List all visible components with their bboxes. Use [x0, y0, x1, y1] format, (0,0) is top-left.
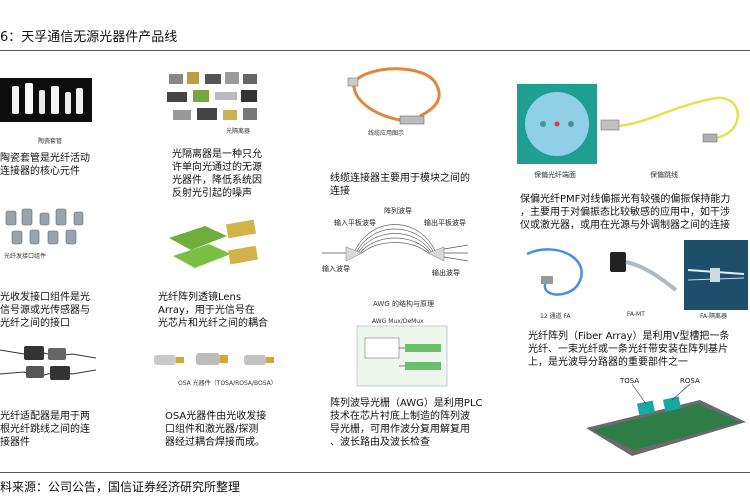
ceramic-ferrule-image [0, 78, 92, 122]
optical-isolator-image [165, 70, 261, 128]
lens-array-image [165, 208, 261, 274]
pm-end-label: 保偏光纤端面 [534, 171, 576, 179]
rosa-label: ROSA [680, 377, 700, 385]
fa-isolator-label: FA-隔离器 [700, 313, 728, 320]
bottom-divider [0, 472, 750, 473]
osa-device-label: OSA 光器件（TOSA/ROSA/BOSA） [178, 380, 277, 387]
cable-label: 线缆应用图示 [368, 130, 405, 137]
top-divider [0, 50, 750, 51]
page-title: 6：天孚通信无源光器件产品线 [0, 30, 178, 45]
osa-device-image [150, 345, 280, 379]
transceiver-interface-caption: 光收发接口组件是光信号源或光传感器与光纤之间的接口 [0, 292, 90, 329]
osa-board-image [580, 376, 750, 470]
awg-output-label: 输出波导 [432, 268, 460, 277]
transceiver-interface-image [0, 203, 92, 249]
pm-fiber-caption: 保偏光纤PMF对线偏振光有较强的偏振保持能力，主要用于对偏振态比较敏感的应用中，… [520, 194, 731, 231]
fiber-adapter-caption: 光纤适配器是用于两根光纤跳线之间的连接器件 [0, 411, 90, 448]
awg-module-label: AWG Mux/DeMux [372, 318, 424, 325]
source-note: 料来源：公司公告，国信证券经济研究所整理 [0, 480, 241, 494]
awg-input-label: 输入波导 [322, 264, 350, 273]
transceiver-interface-label: 光纤发接口组件 [4, 253, 47, 260]
cable-assembly-image [340, 64, 450, 128]
cable-caption: 线缆连接器主要用于模块之间的连接 [330, 173, 470, 197]
awg-diagram-image: 输入平板波导 阵列波导 输出平板波导 输入波导 输出波导 [320, 205, 470, 297]
fiber-array-caption: 光纤阵列（Fiber Array）是利用V型槽把一条光纤、一束光纤或一条光纤带安… [528, 331, 730, 368]
optical-isolator-caption: 光隔离器是一种只允许单向光通过的无源 光器件，降低系统因反射光引起的噪声 [172, 149, 262, 199]
fa-mt-label: FA-MT [627, 311, 645, 318]
pm-jumper-image [597, 84, 747, 164]
pm-fiber-end-image [517, 84, 597, 164]
tosa-label: TOSA [620, 377, 640, 385]
fa-isolator-image [684, 240, 748, 310]
awg-in-slab-label: 输入平板波导 [334, 218, 376, 227]
ceramic-ferrule-label: 陶瓷套管 [38, 138, 63, 145]
fa-mt-image [600, 240, 680, 310]
fiber-adapter-image [0, 334, 97, 392]
awg-out-slab-label: 输出平板波导 [424, 218, 466, 227]
awg-diagram-label: AWG 的结构与原理 [373, 300, 434, 308]
fa-12ch-label: 12 通道 FA [540, 313, 571, 320]
awg-array-label: 阵列波导 [384, 206, 412, 215]
fa-12ch-image [517, 240, 599, 310]
pm-jumper-label: 保偏跳线 [650, 171, 678, 179]
ceramic-ferrule-caption: 陶瓷套管是光纤活动连接器的核心元件 [0, 153, 90, 177]
osa-device-caption: OSA光器件由光收发接口组件和激光器/探测器经过耦合焊接而成。 [165, 411, 267, 448]
optical-isolator-label: 光隔离器 [226, 128, 251, 135]
awg-module-image [355, 316, 449, 388]
